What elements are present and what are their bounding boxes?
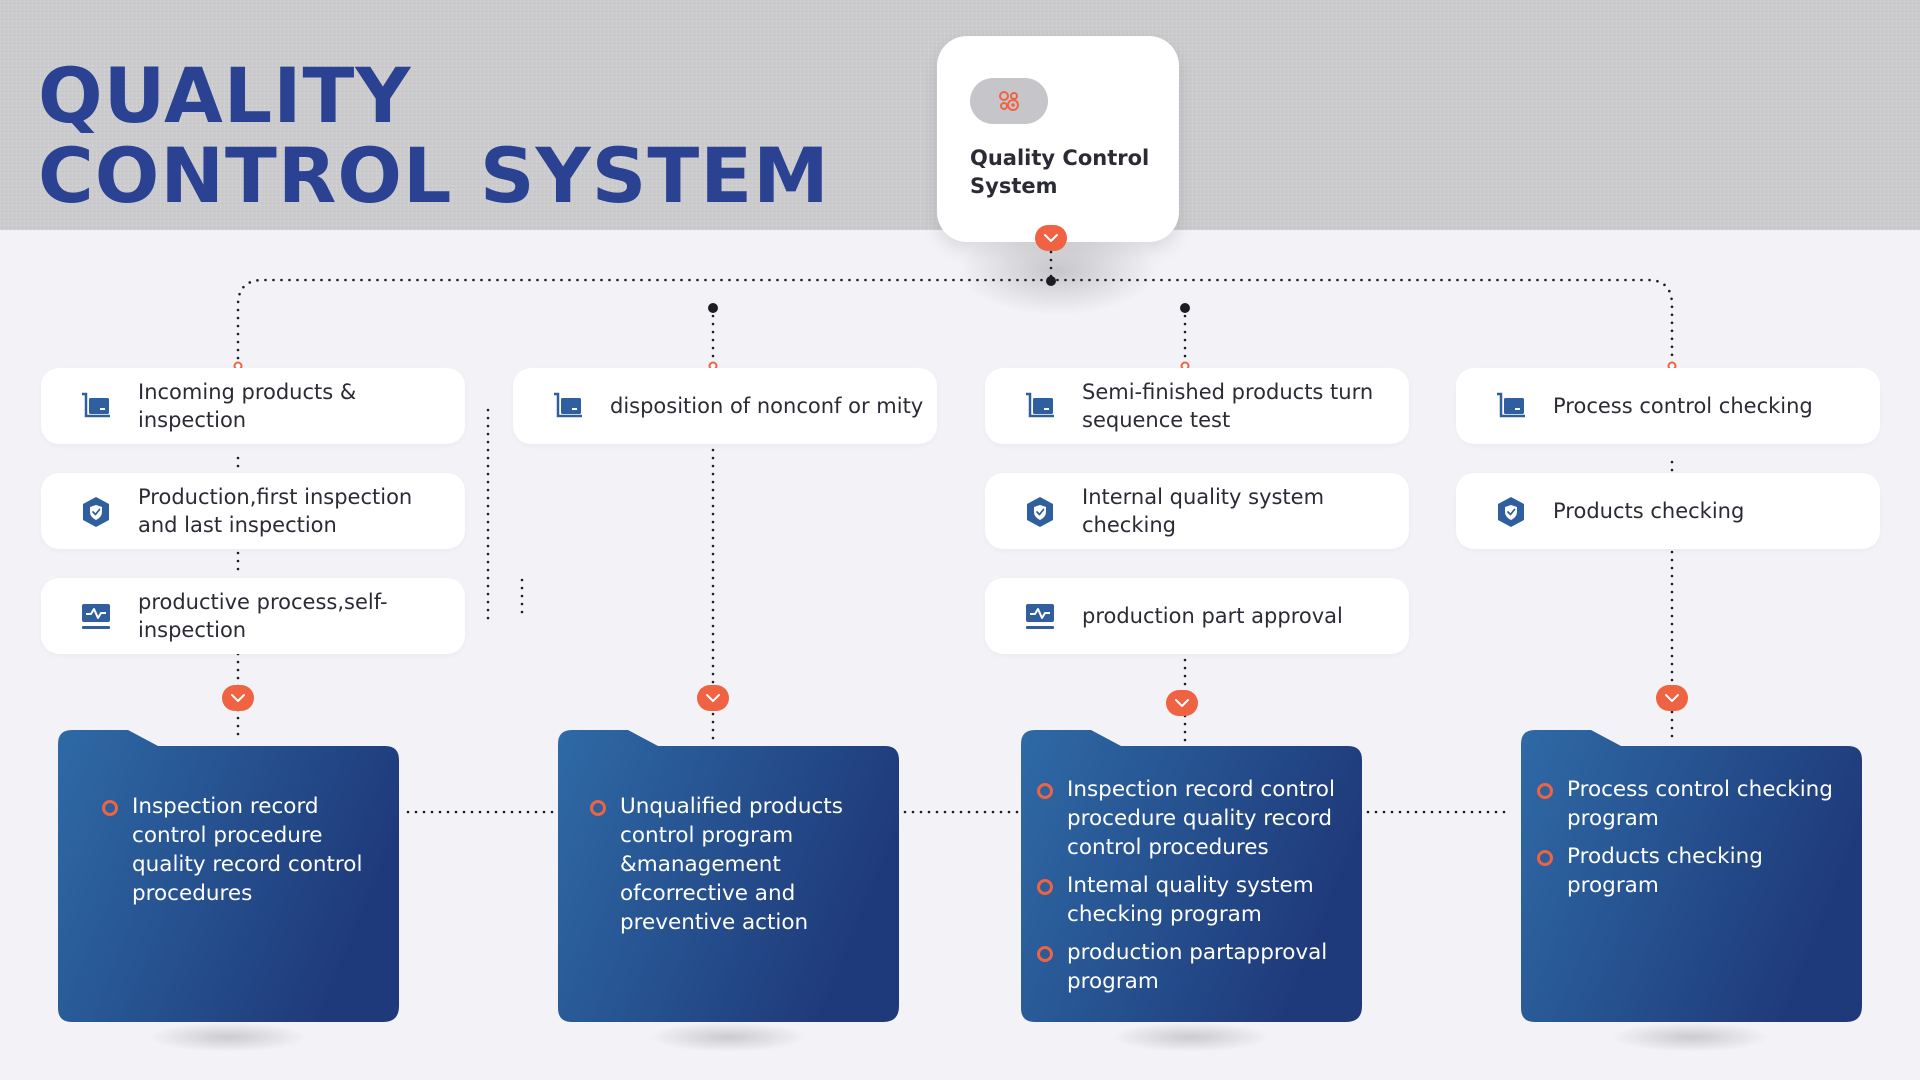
folder-item-list: Process control checking program Product… [1537,775,1855,909]
shield-check-icon [1498,497,1524,527]
folder-shadow [1111,1022,1271,1052]
card-internal-quality-checking[interactable]: Internal quality system checking [985,473,1409,549]
junction-dot-col3 [1180,303,1190,313]
bullet-ring-icon [1537,850,1553,866]
root-shadow [958,225,1158,315]
expand-button-col3[interactable] [1166,690,1198,716]
box-icon [1026,392,1054,418]
folder-item-list: Inspection record control procedure qual… [1037,775,1355,1005]
root-label: Quality Control System [970,146,1150,198]
folder-item: Products checking program [1537,842,1855,900]
card-semi-finished-test[interactable]: Semi-finished products turn sequence tes… [985,368,1409,444]
expand-button-col4[interactable] [1656,685,1688,711]
card-process-control-checking[interactable]: Process control checking [1456,368,1880,444]
root-card[interactable]: Quality Control System [937,36,1179,242]
folder-item: Inspection record control procedure qual… [102,792,382,908]
title-line-2: CONTROL SYSTEM [38,131,830,220]
card-production-inspection[interactable]: Production,first inspection and last ins… [41,473,465,549]
folder-col3[interactable]: Inspection record control procedure qual… [1021,730,1362,1052]
card-production-part-approval[interactable]: production part approval [985,578,1409,654]
card-self-inspection[interactable]: productive process,self-inspection [41,578,465,654]
folder-col4[interactable]: Process control checking program Product… [1521,730,1862,1052]
chevron-down-icon [231,694,245,702]
pulse-monitor-icon [1026,604,1054,629]
card-incoming-products[interactable]: Incoming products & inspection [41,368,465,444]
folder-item: Unqualified products control program &ma… [590,792,886,937]
folder-shape [1521,730,1862,1022]
folder-item-list: Unqualified products control program &ma… [590,792,886,946]
folder-item-list: Inspection record control procedure qual… [102,792,382,917]
box-icon [82,392,110,418]
junction-dot-center [1046,276,1056,286]
folder-item: production partapproval program [1037,938,1355,996]
bullet-ring-icon [1037,879,1053,895]
folder-shadow [148,1022,308,1052]
connector-bus [236,278,1674,368]
box-icon [1497,392,1525,418]
folder-shape [1021,730,1362,1022]
chevron-down-icon [1175,699,1189,707]
bullet-ring-icon [1037,783,1053,799]
expand-button-col1[interactable] [222,685,254,711]
card-label: Incoming products & inspection [138,380,357,432]
card-label: Semi-finished products turn sequence tes… [1082,380,1374,432]
card-label: productive process,self-inspection [138,590,388,642]
card-label: production part approval [1082,604,1343,628]
chevron-down-icon [1044,234,1058,242]
expand-button-col2[interactable] [697,685,729,711]
bullet-ring-icon [102,800,118,816]
box-icon [554,392,582,418]
chevron-down-icon [1665,694,1679,702]
folder-col2[interactable]: Unqualified products control program &ma… [558,730,899,1052]
junction-dot-col2 [708,303,718,313]
folder-shape [558,730,899,1022]
card-disposition-nonconformity[interactable]: disposition of nonconf or mity [513,368,937,444]
root-icon-pill [970,78,1048,124]
chevron-down-icon [706,694,720,702]
folder-shadow [1611,1022,1771,1052]
card-label: disposition of nonconf or mity [610,394,924,418]
gears-icon [999,91,1019,111]
pulse-monitor-icon [82,604,110,629]
root-expand-button[interactable] [1035,225,1067,251]
folder-shadow [648,1022,808,1052]
title-line-1: QUALITY [38,51,412,140]
bullet-ring-icon [1537,783,1553,799]
folder-item: Inspection record control procedure qual… [1037,775,1355,862]
folder-col1[interactable]: Inspection record control procedure qual… [58,730,399,1052]
page-title: QUALITY CONTROL SYSTEM [38,56,830,216]
card-label: Production,first inspection and last ins… [138,485,413,537]
folder-item: Process control checking program [1537,775,1855,833]
card-label: Products checking [1553,499,1745,523]
folder-shape [58,730,399,1022]
card-label: Internal quality system checking [1082,485,1325,537]
shield-check-icon [1027,497,1053,527]
bullet-ring-icon [590,800,606,816]
card-products-checking[interactable]: Products checking [1456,473,1880,549]
folder-item: Intemal quality system checking program [1037,871,1355,929]
card-label: Process control checking [1553,394,1813,418]
shield-check-icon [83,497,109,527]
bullet-ring-icon [1037,946,1053,962]
